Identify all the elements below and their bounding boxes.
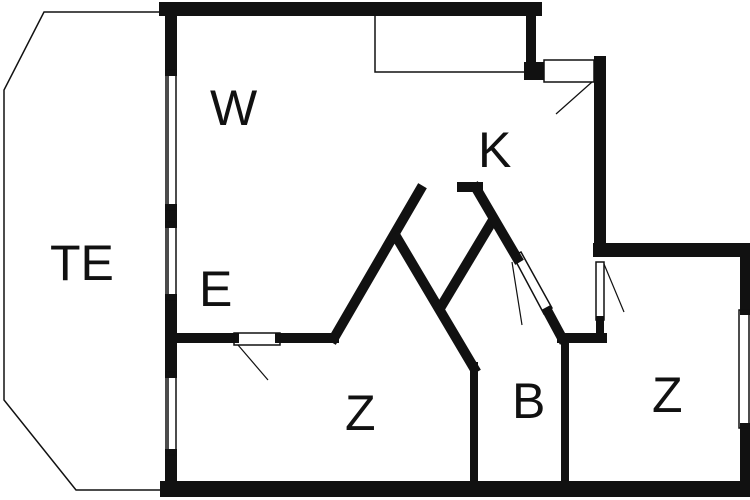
window-kitchen-top (543, 59, 595, 83)
door-bathroom-swing (511, 261, 523, 326)
label-living: W (210, 80, 258, 136)
wall-corner-block (524, 62, 544, 80)
door-right-bedroom-swing (603, 263, 625, 313)
kitchen-counter (374, 16, 524, 73)
doors (233, 81, 625, 381)
label-bedroom-left: Z (345, 385, 376, 441)
outer-walls (159, 2, 750, 497)
label-kitchen: K (478, 122, 511, 178)
room-labels: TE W K E Z B Z (50, 80, 683, 441)
door-right-bedroom-frame (595, 261, 605, 321)
wall-diagonal-center (390, 231, 481, 375)
window-left-1 (165, 69, 177, 211)
windows (165, 59, 750, 456)
window-left-3 (165, 371, 177, 456)
label-bedroom-right: Z (652, 367, 683, 423)
label-bathroom: B (512, 373, 545, 429)
wall-diagonal-inner (435, 218, 497, 312)
door-entrance-swing (237, 344, 269, 381)
window-right (738, 309, 750, 429)
window-left-2 (165, 221, 177, 301)
door-bathroom-frame (511, 251, 553, 316)
wall-diagonal-right (469, 181, 524, 265)
interior-walls (166, 181, 607, 486)
counter-outline (374, 16, 524, 73)
door-entrance-frame (233, 332, 281, 346)
label-terrace: TE (50, 235, 114, 291)
door-kitchen-swing (555, 81, 593, 115)
wall-diagonal-left (327, 183, 427, 345)
label-entrance: E (199, 261, 232, 317)
